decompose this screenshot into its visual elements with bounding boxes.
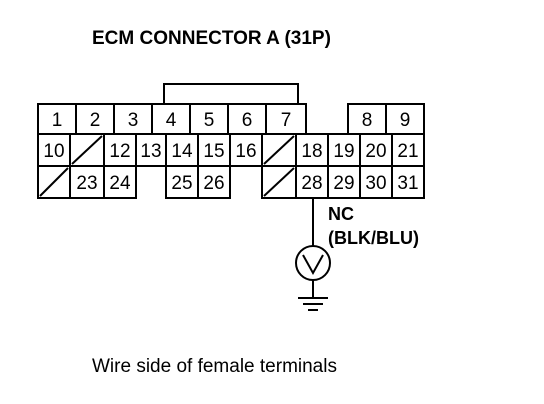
terminal-label: 16 <box>235 141 256 162</box>
terminal-13: 13 <box>135 133 167 167</box>
terminal-3: 3 <box>113 103 153 135</box>
terminal-1: 1 <box>37 103 77 135</box>
terminal-label: 12 <box>109 141 130 162</box>
terminal-15: 15 <box>197 133 231 167</box>
terminal-label: 9 <box>400 110 411 131</box>
terminal-6: 6 <box>227 103 267 135</box>
terminal-24: 24 <box>103 165 137 199</box>
blank-terminal <box>261 165 297 199</box>
terminal-23: 23 <box>69 165 105 199</box>
terminal-9: 9 <box>385 103 425 135</box>
connector-latch <box>163 83 299 104</box>
terminal-label: 5 <box>204 110 215 131</box>
terminal-label: 29 <box>333 173 354 194</box>
blank-terminal <box>261 133 297 167</box>
terminal-18: 18 <box>295 133 329 167</box>
wire-label-nc: NC <box>328 204 354 224</box>
terminal-label: 31 <box>397 173 418 194</box>
diagram-caption: Wire side of female terminals <box>92 356 337 377</box>
terminal-8: 8 <box>347 103 387 135</box>
terminal-label: 26 <box>203 173 224 194</box>
blank-terminal <box>69 133 105 167</box>
terminal-19: 19 <box>327 133 361 167</box>
terminal-label: 25 <box>171 173 192 194</box>
ground-icon <box>298 280 328 311</box>
diagram-title: ECM CONNECTOR A (31P) <box>92 28 331 49</box>
terminal-label: 18 <box>301 141 322 162</box>
terminal-26: 26 <box>197 165 231 199</box>
terminal-16: 16 <box>229 133 263 167</box>
blank-terminal <box>37 165 71 199</box>
terminal-label: 6 <box>242 110 253 131</box>
terminal-28: 28 <box>295 165 329 199</box>
terminal-30: 30 <box>359 165 393 199</box>
terminal-12: 12 <box>103 133 137 167</box>
voltmeter-icon <box>295 245 331 281</box>
terminal-31: 31 <box>391 165 425 199</box>
terminal-25: 25 <box>165 165 199 199</box>
terminal-label: 14 <box>171 141 193 162</box>
terminal-label: 24 <box>109 173 131 194</box>
terminal-label: 23 <box>76 173 97 194</box>
terminal-label: 3 <box>128 110 139 131</box>
terminal-29: 29 <box>327 165 361 199</box>
terminal-4: 4 <box>151 103 191 135</box>
terminal-label: 13 <box>140 141 161 162</box>
terminal-label: 7 <box>281 110 292 131</box>
terminal-2: 2 <box>75 103 115 135</box>
terminal-5: 5 <box>189 103 229 135</box>
wire-label-color: (BLK/BLU) <box>328 228 419 248</box>
terminal-7: 7 <box>265 103 307 135</box>
terminal-label: 19 <box>333 141 354 162</box>
terminal-label: 21 <box>397 141 418 162</box>
terminal-label: 2 <box>90 110 101 131</box>
terminal-label: 15 <box>203 141 224 162</box>
terminal-21: 21 <box>391 133 425 167</box>
terminal-label: 30 <box>365 173 386 194</box>
terminal-20: 20 <box>359 133 393 167</box>
terminal-label: 20 <box>365 141 386 162</box>
terminal-label: 10 <box>43 141 64 162</box>
terminal-label: 4 <box>166 110 177 131</box>
terminal-label: 8 <box>362 110 373 131</box>
terminal-10: 10 <box>37 133 71 167</box>
terminal-label: 28 <box>301 173 322 194</box>
terminal-14: 14 <box>165 133 199 167</box>
terminal-label: 1 <box>52 110 63 131</box>
